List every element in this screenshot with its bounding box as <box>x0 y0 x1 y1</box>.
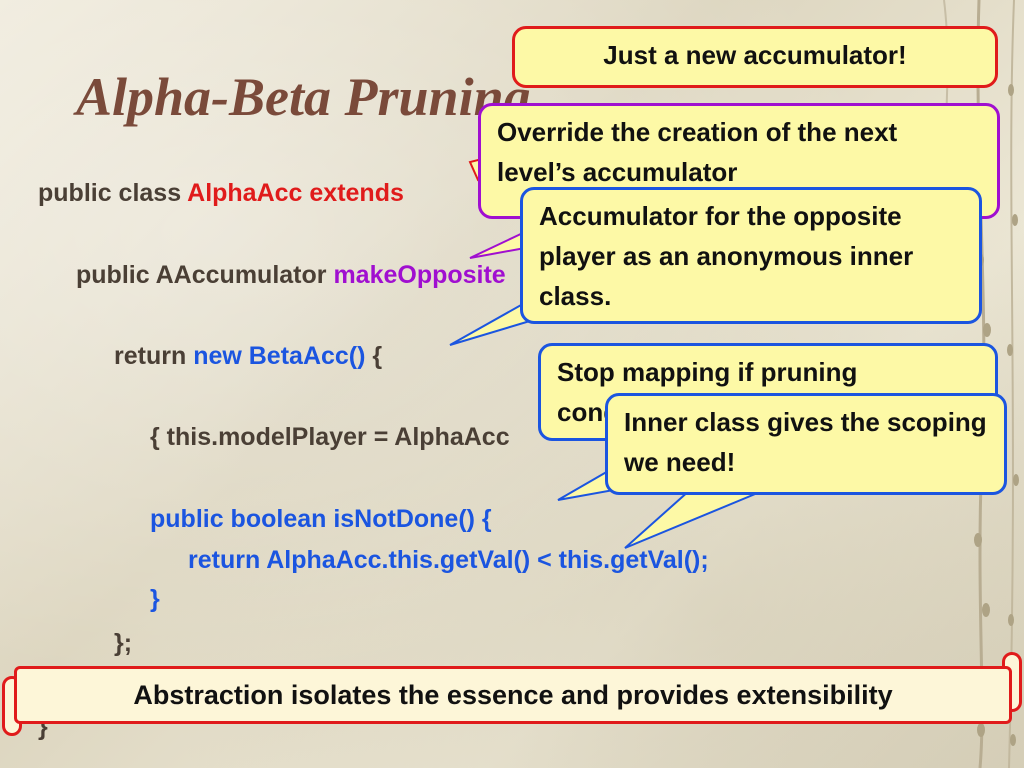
callout-new-accumulator: Just a new accumulator! <box>512 26 998 88</box>
code-new-betaacc: new BetaAcc() <box>193 342 366 370</box>
abstraction-banner: Abstraction isolates the essence and pro… <box>14 666 1012 724</box>
code-extends: extends <box>302 179 404 207</box>
code-line-close-method: } <box>150 585 160 613</box>
code-line-return-compare: return AlphaAcc.this.getVal() < this.get… <box>188 546 709 574</box>
code-alphaacc: AlphaAcc <box>187 179 303 207</box>
code-brace: { <box>365 342 383 370</box>
code-line-class: public class AlphaAcc extends <box>38 178 404 208</box>
callout-inner-class: Inner class gives the scoping we need! <box>605 393 1007 495</box>
code-make-opposite: makeOpposite <box>333 261 506 289</box>
pointer-override <box>469 230 526 259</box>
code-line-isnotdone: public boolean isNotDone() { <box>150 505 492 533</box>
code-line-method: public AAccumulator makeOpposite <box>76 260 506 290</box>
code-line-close-anon: }; <box>114 629 133 657</box>
code-line-init: { this.modelPlayer = AlphaAcc <box>150 423 510 451</box>
pointer-inner <box>624 488 761 549</box>
code-aaccumulator: public AAccumulator <box>76 261 334 289</box>
code-line-return: return new BetaAcc() { <box>114 341 382 371</box>
code-public-class: public class <box>38 179 188 207</box>
callout-opposite-player: Accumulator for the opposite player as a… <box>520 187 982 324</box>
slide-title: Alpha-Beta Pruning <box>76 67 531 127</box>
code-return: return <box>114 342 194 370</box>
code-line-close-class: } <box>38 713 48 741</box>
